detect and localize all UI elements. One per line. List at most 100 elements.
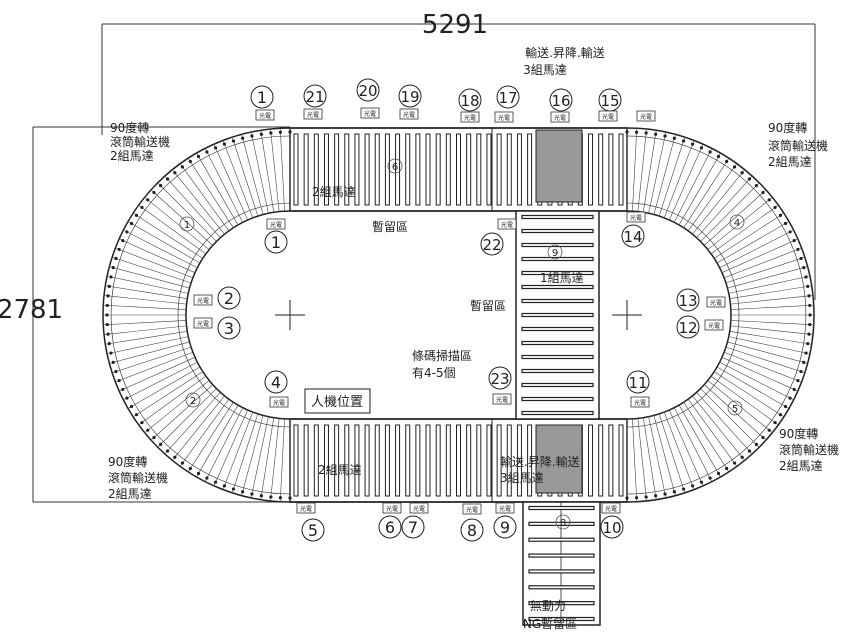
label-turn-tr: 90度轉 — [768, 120, 807, 135]
photo-sensor-label: 光電 — [413, 505, 425, 513]
station-marker: 23 — [488, 366, 512, 390]
station-circle — [378, 515, 402, 539]
station-number: 11 — [628, 374, 647, 392]
roller-bearing — [231, 487, 236, 491]
roller-bearing — [806, 342, 810, 346]
label-motors-cross: 1組馬達 — [540, 271, 584, 285]
roller-bearing — [125, 230, 129, 234]
section-number: 1 — [184, 220, 190, 231]
section-number: 2 — [190, 396, 196, 407]
roller-bearing — [117, 247, 121, 252]
roller-bearing — [288, 130, 292, 134]
roller — [486, 133, 492, 206]
curve-roller — [725, 256, 805, 284]
roller-bearing — [732, 165, 737, 169]
station-circle — [217, 286, 241, 310]
curve-roller — [123, 229, 198, 269]
station-circle — [217, 316, 241, 340]
station-number: 7 — [408, 518, 418, 537]
roller — [521, 270, 594, 276]
station-circle — [303, 84, 327, 108]
station-number: 19 — [400, 88, 419, 106]
hmi-position-box — [304, 388, 371, 414]
roller-bearing — [663, 134, 667, 138]
curve-roller — [704, 189, 767, 246]
roller-bearing — [754, 442, 759, 447]
section-circle — [185, 392, 201, 408]
roller — [466, 424, 472, 497]
roller-bearing — [129, 221, 134, 226]
curve-roller — [700, 182, 760, 242]
station-circle — [676, 288, 700, 312]
roller — [506, 424, 512, 497]
label-unpowered: 無動力 — [530, 598, 566, 613]
roller — [528, 521, 595, 526]
roller-bearing — [109, 351, 113, 355]
roller — [435, 424, 441, 497]
station-circle — [250, 85, 274, 109]
station-number: 5 — [308, 521, 318, 540]
photo-sensor-box — [399, 108, 419, 120]
photo-sensor-box — [492, 393, 512, 405]
curve-roller — [250, 416, 269, 498]
roller — [374, 133, 380, 206]
curve-roller — [127, 366, 201, 409]
roller-bearing — [773, 205, 777, 210]
photo-sensor-label: 光電 — [466, 506, 478, 514]
curve-roller — [260, 417, 275, 500]
photo-sensor-label: 光電 — [554, 114, 566, 122]
curve-roller — [144, 380, 210, 433]
curve-roller — [157, 182, 217, 242]
station-marker: 21 — [303, 84, 327, 108]
photo-sensor-label: 光電 — [386, 505, 398, 513]
station-circle — [458, 88, 482, 112]
roller-bearing — [634, 496, 639, 500]
roller — [456, 424, 461, 497]
curve-roller — [109, 341, 190, 364]
station-marker: 20 — [356, 78, 380, 102]
roller — [521, 368, 594, 374]
curve-roller — [105, 285, 188, 300]
station-number: 20 — [358, 82, 377, 100]
roller — [323, 133, 329, 206]
curve-roller — [723, 247, 802, 279]
roller — [354, 424, 360, 497]
photo-sensor-label: 光電 — [197, 297, 209, 305]
curve-roller — [678, 404, 721, 478]
label-turn-tl: 90度轉 — [110, 120, 149, 135]
photo-sensor-box — [704, 319, 724, 331]
station-number: 6 — [385, 518, 395, 537]
roller-bearing — [767, 198, 771, 202]
roller — [506, 133, 512, 206]
curve-roller — [710, 375, 779, 426]
curve-roller — [172, 169, 225, 235]
roller-bearing — [152, 190, 156, 195]
roller-bearing — [106, 332, 110, 336]
curve-roller — [150, 189, 213, 246]
curve-roller — [730, 295, 814, 305]
photo-sensor-label: 光電 — [273, 399, 285, 407]
roller — [521, 410, 594, 416]
curve-roller — [213, 144, 248, 221]
label-hmi-position: 人機位置 — [311, 395, 363, 410]
roller-bearing — [708, 150, 712, 154]
label-motors-bl: 2組馬達 — [108, 487, 152, 501]
curve-roller — [683, 402, 730, 472]
station-number: 14 — [623, 228, 642, 246]
station-number: 13 — [678, 292, 697, 310]
station-circle — [301, 518, 325, 542]
roller-bearing — [804, 275, 808, 279]
roller — [354, 133, 360, 206]
curve-roller — [231, 413, 259, 493]
roller — [313, 133, 319, 206]
roller-bearing — [134, 413, 139, 417]
roller — [476, 133, 482, 206]
roller-bearing — [767, 428, 771, 432]
roller — [521, 214, 594, 220]
roller-bearing — [747, 449, 752, 453]
roller — [588, 133, 594, 206]
label-motors-top: 2組馬達 — [312, 185, 356, 199]
curve-roller — [728, 336, 810, 355]
curve-roller — [115, 351, 194, 383]
